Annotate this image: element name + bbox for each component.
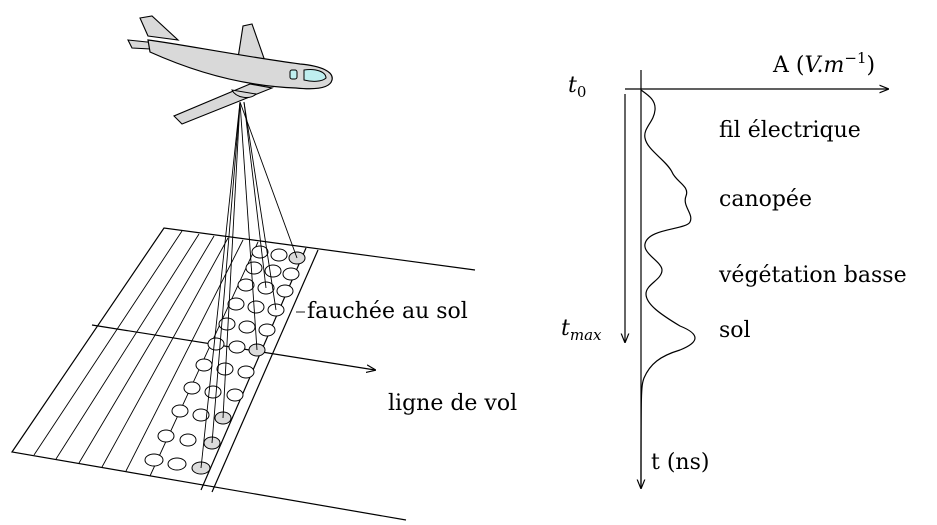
left-labels: fauchée au sol ligne de vol [296, 299, 517, 416]
peak-label-wire: fil électrique [719, 118, 861, 143]
aircraft [127, 15, 333, 125]
peak-label-ground: sol [719, 318, 751, 343]
peak-label-low-vegetation: végétation basse [718, 263, 907, 288]
t0-label: t0 [568, 73, 586, 101]
peak-label-canopy: canopée [719, 187, 812, 212]
laser-beams [200, 101, 298, 469]
time-axis-label: t (ns) [651, 450, 709, 475]
footprint-spots [144, 245, 306, 475]
waveform-curve [640, 89, 696, 489]
flight-line-label: ligne de vol [388, 391, 517, 416]
tmax-label: tmax [561, 316, 602, 344]
ground-outline [10, 227, 476, 521]
amplitude-label: A (V.m−1) [772, 49, 875, 78]
waveform-panel: t0 tmax A (V.m−1) fil électrique canopée… [561, 49, 907, 488]
swath-stripes [33, 230, 259, 477]
swath-label: fauchée au sol [307, 299, 468, 324]
field-right-edge [211, 249, 319, 493]
